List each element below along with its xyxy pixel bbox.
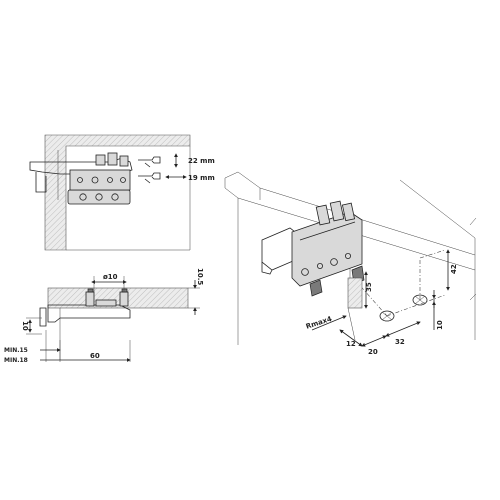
- label-19mm: 19 mm: [188, 174, 215, 182]
- label-min18: MIN.18: [4, 357, 28, 364]
- screwdriver-icon-depth: [138, 172, 161, 184]
- label-min15: MIN.15: [4, 347, 28, 354]
- label-rmax4: Rmax4: [305, 315, 333, 331]
- label-20: 20: [368, 348, 378, 356]
- label-10-left: 10: [21, 321, 29, 331]
- label-22mm: 22 mm: [188, 157, 215, 165]
- label-32: 32: [395, 338, 405, 346]
- side-view: ø10 10.5 10 MIN.15 MIN.18 60: [4, 268, 204, 364]
- label-60: 60: [90, 352, 100, 360]
- hinge-side-view: [39, 288, 131, 327]
- screwdriver-icon-height: [138, 156, 161, 168]
- label-42: 42: [450, 264, 458, 274]
- label-10-5: 10.5: [196, 268, 204, 285]
- label-diameter: ø10: [103, 273, 118, 281]
- label-12: 12: [346, 340, 356, 348]
- isometric-view: 35 42 10 12 20 32 Rmax4: [224, 171, 477, 356]
- top-view: 22 mm 19 mm: [29, 134, 215, 251]
- label-10-iso: 10: [436, 320, 444, 330]
- hinge-top-view: [29, 150, 133, 205]
- label-35: 35: [365, 282, 373, 292]
